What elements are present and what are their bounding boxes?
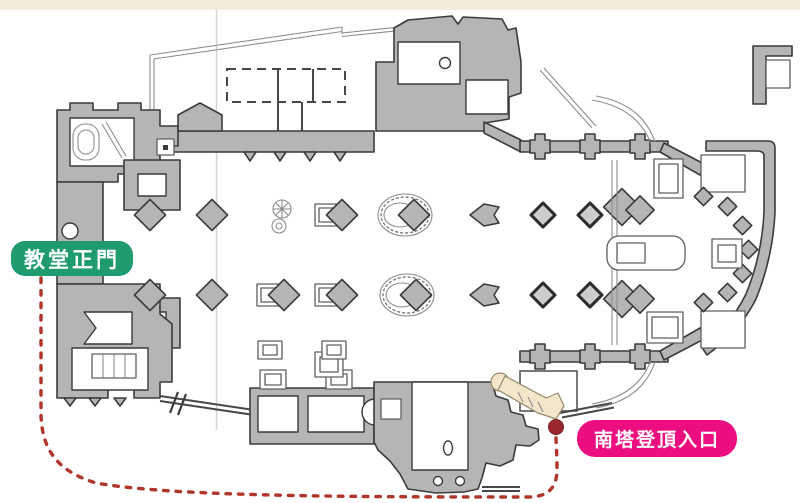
north-wall xyxy=(159,102,375,162)
south-corridor xyxy=(159,391,255,416)
southwest-tower xyxy=(56,283,173,407)
tower-entrance-label-text: 南塔登頂入口 xyxy=(593,429,720,451)
tower-entrance-marker xyxy=(548,419,564,435)
main-entrance-label-text: 教堂正門 xyxy=(24,247,120,272)
top-strip xyxy=(0,0,800,10)
south-tower-stair-highlight xyxy=(490,372,565,420)
apse-piers xyxy=(693,186,759,313)
annex-rooms xyxy=(226,68,346,132)
northeast-sacristy xyxy=(539,45,793,129)
choir-furniture xyxy=(606,158,743,344)
nave-pillars xyxy=(133,193,655,360)
crossing-and-screen xyxy=(591,95,656,409)
main-entrance-label: 教堂正門 xyxy=(11,241,133,276)
south-transept xyxy=(373,381,540,494)
tower-entrance-label: 南塔登頂入口 xyxy=(577,420,737,457)
north-transept xyxy=(375,15,522,153)
south-chapels xyxy=(249,351,389,445)
